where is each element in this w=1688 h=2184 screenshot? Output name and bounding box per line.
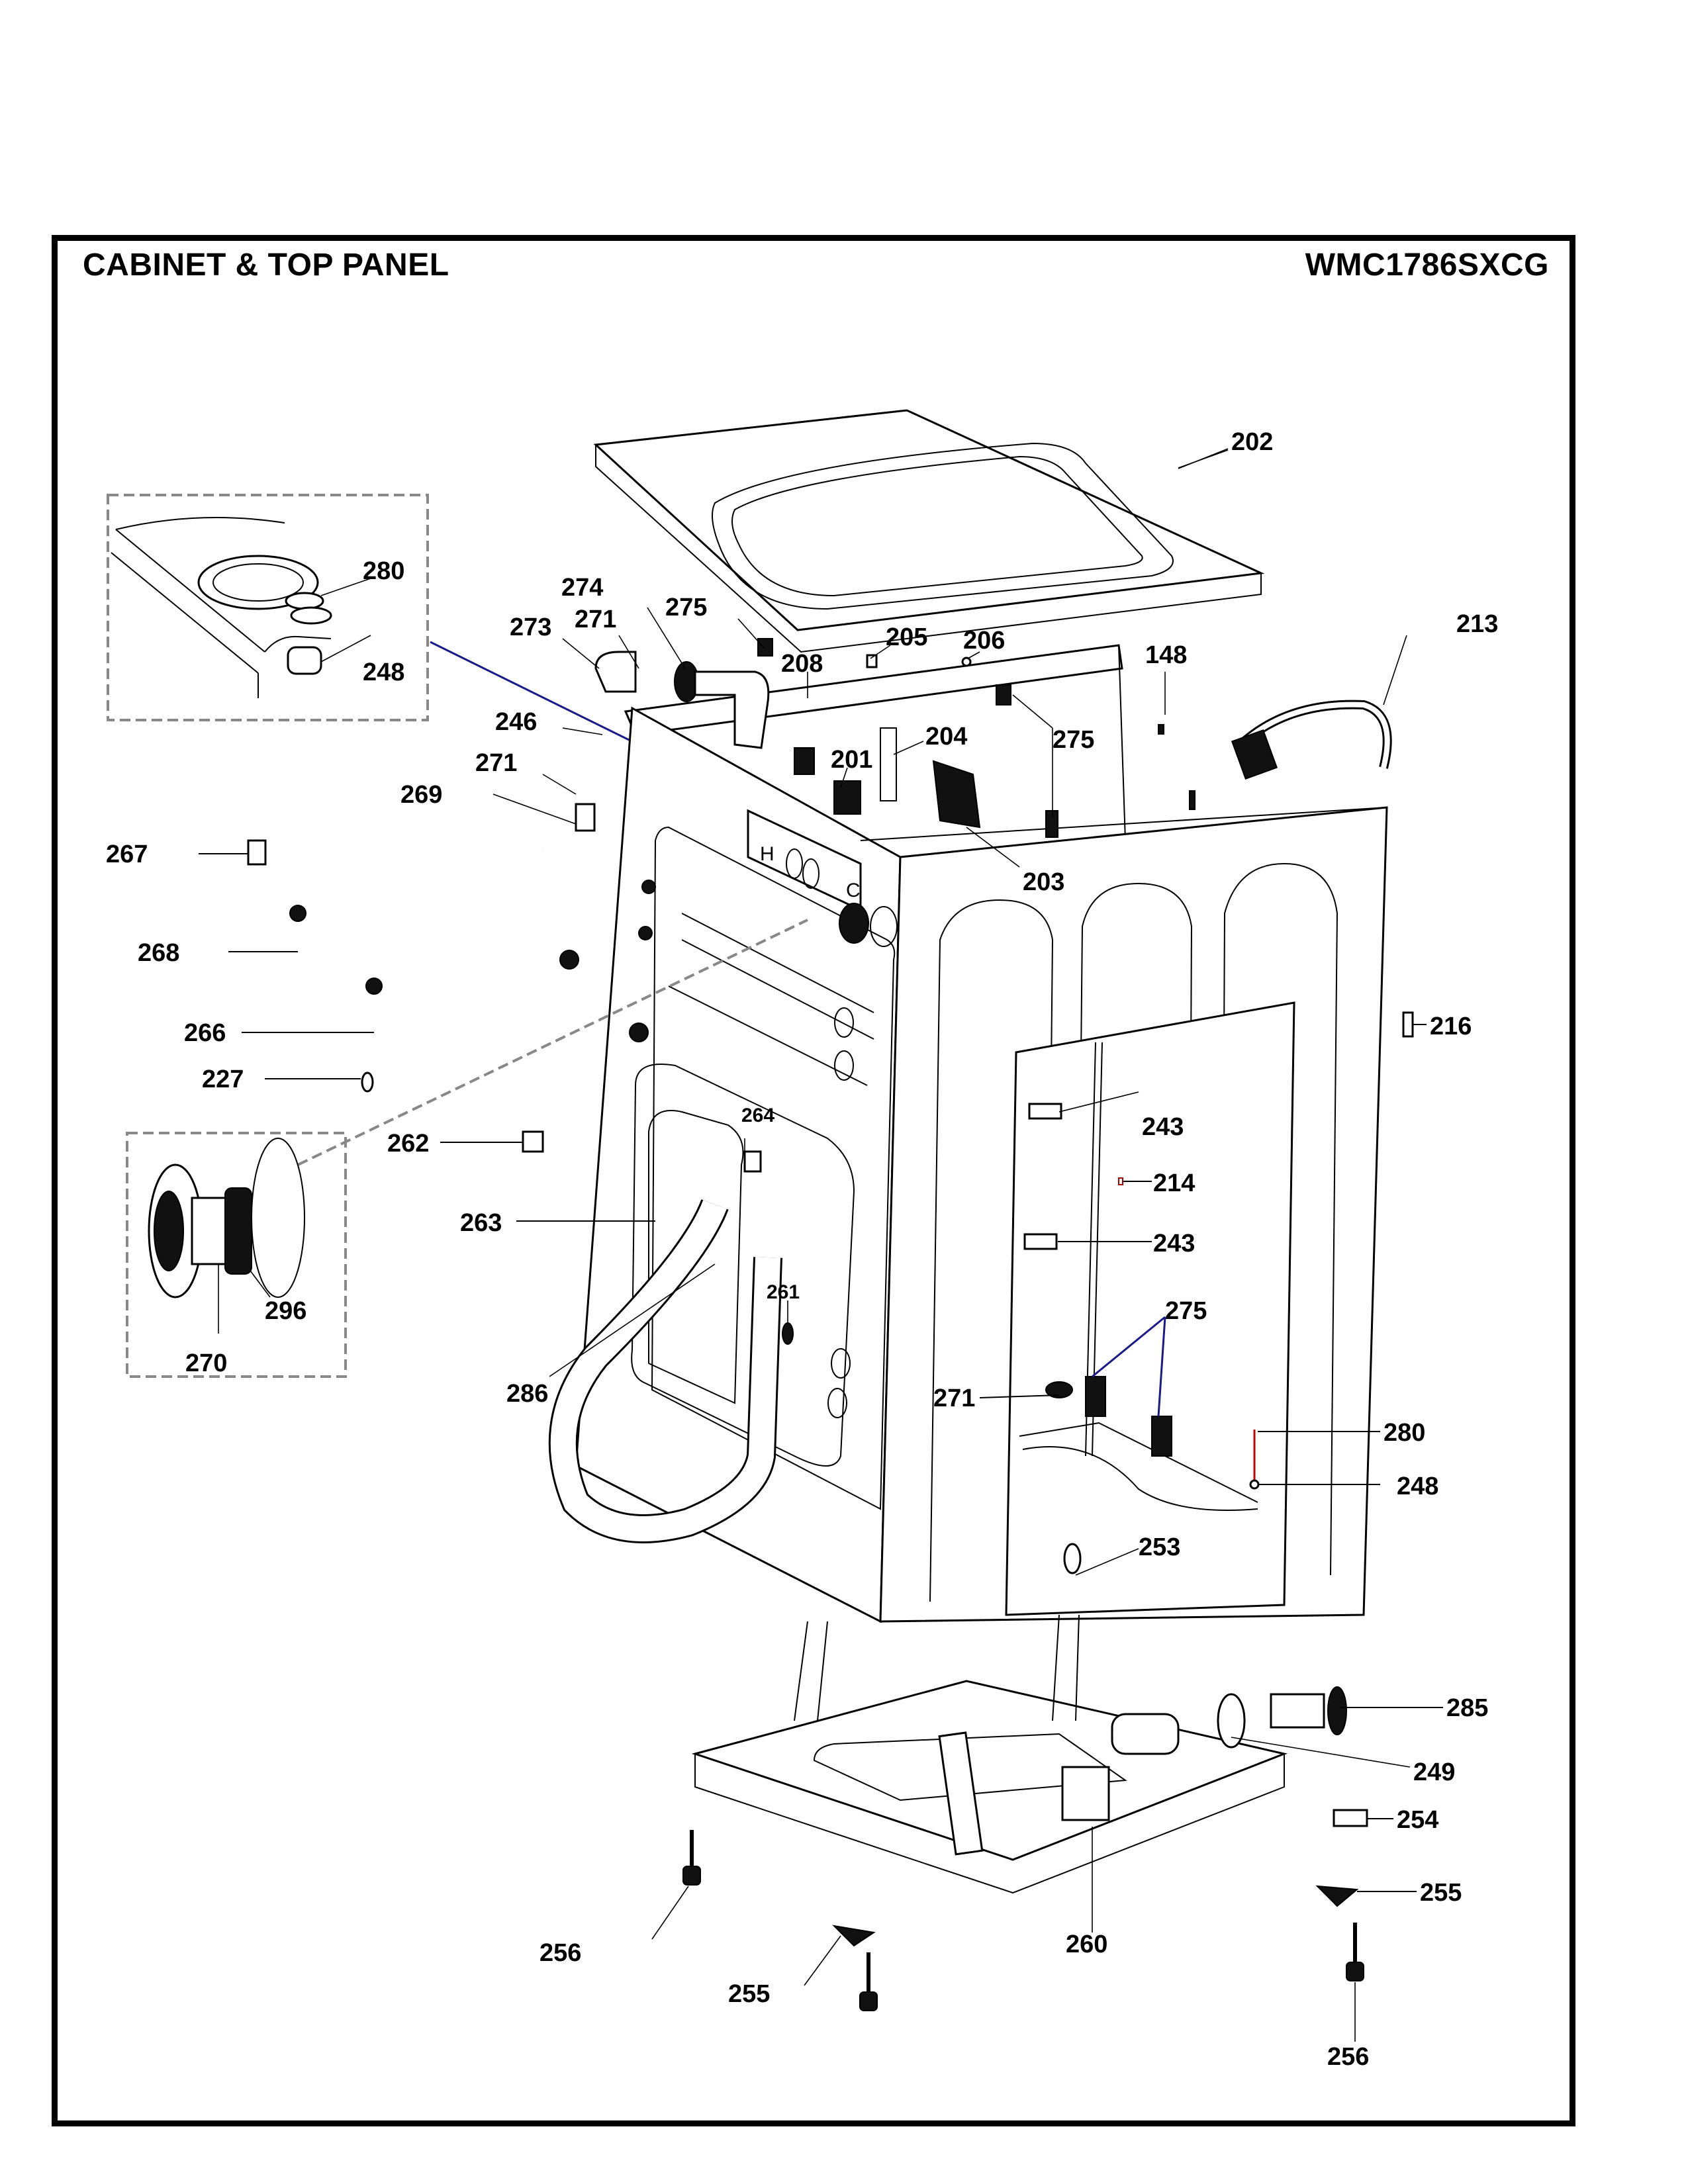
inlet-hoses: [229, 803, 649, 1093]
callout-208: 208: [781, 650, 823, 678]
callout-148: 148: [1145, 641, 1187, 669]
callout-266: 266: [184, 1019, 226, 1047]
diagram-frame: [52, 235, 1575, 2126]
callout-261: 261: [767, 1281, 800, 1303]
foot-icon: [682, 1866, 701, 1886]
power-cord-line: [258, 819, 543, 899]
callout-249: 249: [1413, 1758, 1455, 1786]
callout-256: 256: [539, 1939, 581, 1967]
valve-icon: [932, 760, 981, 829]
callout-280b: 280: [1383, 1419, 1425, 1447]
callout-286: 286: [506, 1380, 548, 1408]
base-frame: [691, 1680, 1288, 1861]
callout-202: 202: [1231, 428, 1273, 456]
callout-275b: 275: [1053, 726, 1094, 754]
callout-227: 227: [202, 1066, 244, 1093]
detail-inset-top: [107, 494, 429, 721]
callout-248: 248: [363, 659, 404, 686]
callout-275: 275: [665, 594, 707, 621]
model-number: WMC1786SXCG: [1305, 248, 1549, 283]
callout-275c: 275: [1165, 1297, 1207, 1325]
callout-214: 214: [1153, 1169, 1195, 1197]
cabinet-body: H C: [575, 644, 1388, 1894]
knob-icon: [839, 903, 869, 944]
callout-274: 274: [561, 574, 603, 602]
cold-mark: C: [846, 880, 861, 901]
section-title: CABINET & TOP PANEL: [83, 248, 449, 283]
callout-263: 263: [460, 1209, 502, 1237]
callout-271c: 271: [933, 1385, 975, 1412]
callout-201: 201: [831, 746, 872, 774]
leader-lines: [199, 448, 1443, 2042]
ring-296-icon: [224, 1187, 252, 1275]
callout-205: 205: [886, 623, 927, 651]
callout-255: 255: [1420, 1879, 1462, 1907]
nut-icon: [287, 646, 322, 675]
callout-255b: 255: [728, 1980, 770, 2008]
callout-243b: 243: [1153, 1230, 1195, 1257]
callout-260: 260: [1066, 1931, 1107, 1958]
callout-262: 262: [387, 1130, 429, 1158]
callout-271b: 271: [475, 749, 517, 777]
small-parts: [522, 638, 1414, 2011]
hot-mark: H: [760, 843, 774, 865]
plug-icon: [247, 839, 267, 866]
washer-227-icon: [361, 1071, 374, 1093]
callout-243: 243: [1142, 1113, 1184, 1141]
top-panel: [593, 409, 1265, 653]
drain-pump-icon: [1111, 1713, 1180, 1755]
callout-273: 273: [510, 614, 551, 641]
callout-271: 271: [575, 606, 616, 633]
callout-213: 213: [1456, 610, 1498, 638]
leader-dash-filter: [297, 919, 808, 1166]
callout-206: 206: [963, 627, 1005, 655]
callout-248b: 248: [1397, 1473, 1438, 1500]
callout-264: 264: [741, 1105, 774, 1126]
callout-270: 270: [185, 1349, 227, 1377]
callout-280: 280: [363, 557, 404, 585]
drain-hose: [548, 1199, 782, 1543]
callout-203: 203: [1023, 868, 1064, 896]
callout-267: 267: [106, 841, 148, 868]
callout-204: 204: [925, 723, 967, 751]
spring-icon: [880, 727, 897, 801]
callout-253: 253: [1139, 1533, 1180, 1561]
filter-icon: [1270, 1693, 1325, 1729]
callout-296: 296: [265, 1297, 306, 1325]
callout-256b: 256: [1327, 2043, 1369, 2071]
callout-268: 268: [138, 939, 179, 967]
callout-216: 216: [1430, 1013, 1472, 1040]
callout-269: 269: [400, 781, 442, 809]
callout-246: 246: [495, 708, 537, 736]
callout-labels: 202 280 248 274 271 275 273 205 206 208 …: [106, 428, 1498, 2071]
washer-icon: [285, 592, 324, 610]
callout-285: 285: [1446, 1694, 1488, 1722]
callout-254: 254: [1397, 1806, 1438, 1834]
detail-inset-filter: [126, 1132, 347, 1378]
